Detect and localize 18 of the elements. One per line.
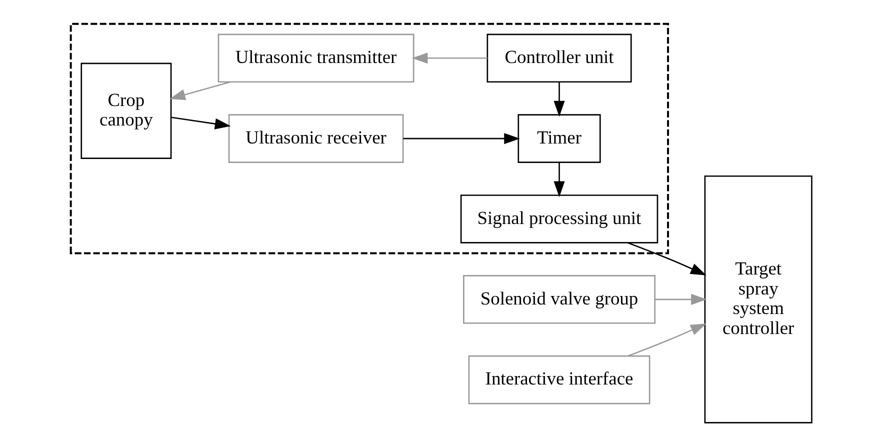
cluster — [69, 22, 669, 254]
node-box: Ultrasonic receiver — [228, 114, 404, 163]
node-box: Ultrasonic transmitter — [217, 34, 414, 83]
arrow — [168, 81, 230, 100]
node-box: Crop canopy — [80, 62, 172, 159]
arrow — [553, 82, 564, 117]
arrow — [411, 52, 487, 64]
node-box: Signal processing unit — [460, 194, 658, 244]
arrow — [170, 116, 230, 130]
arrow — [654, 294, 706, 305]
arrow — [627, 323, 706, 357]
arrow — [553, 162, 564, 198]
node-box: Target spray system controller — [704, 175, 812, 424]
node-box: Interactive interface — [468, 355, 650, 404]
node-box: Controller unit — [486, 34, 632, 83]
arrow — [402, 133, 520, 144]
node-box: Solenoid valve group — [462, 275, 655, 324]
node-box: Timer — [517, 114, 600, 163]
